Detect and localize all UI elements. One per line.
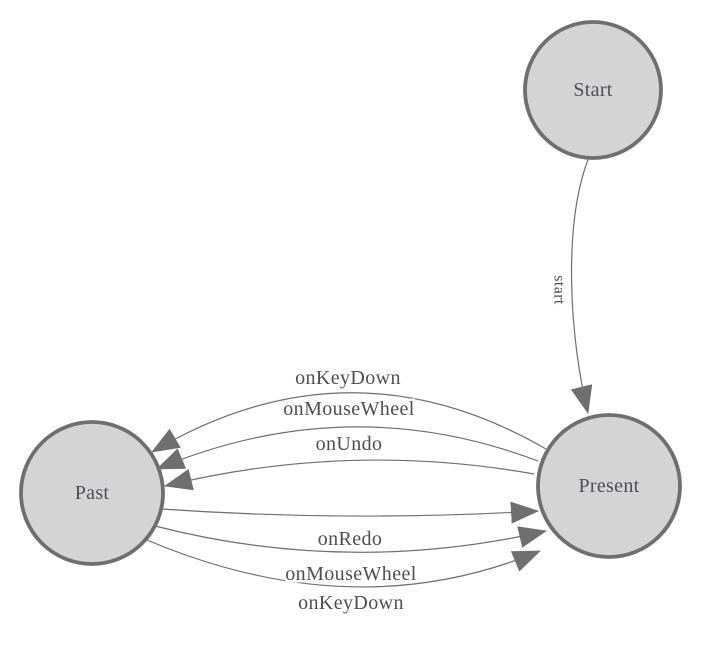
edge-label-past-to-present-onkeydown: onKeyDown (298, 592, 404, 614)
edge-label-present-to-past-onmousewheel: onMouseWheel (283, 398, 414, 420)
node-label-start: Start (573, 79, 612, 101)
edge-label-past-to-present-onmousewheel: onMouseWheel (285, 563, 416, 585)
node-label-present: Present (579, 475, 640, 497)
node-circle-past[interactable] (19, 420, 165, 566)
edge-label-start-to-present: start (551, 275, 568, 305)
edge-present-to-past-onkeydown (151, 392, 547, 453)
edge-present-to-past-onundo (164, 459, 535, 491)
edge-label-past-to-present-onredo: onRedo (318, 528, 383, 550)
state-node-present[interactable]: Present (536, 413, 682, 559)
edge-past-to-present-onmousewheel (154, 525, 547, 553)
node-circle-start[interactable] (523, 20, 663, 160)
edge-start-to-present (570, 156, 593, 414)
node-label-past: Past (75, 482, 110, 504)
edge-past-to-present-onredo (160, 501, 539, 524)
node-circle-present[interactable] (536, 413, 682, 559)
edge-label-present-to-past-onundo: onUndo (316, 433, 383, 455)
edge-past-to-present-onkeydown (146, 539, 541, 588)
edge-label-present-to-past-onkeydown: onKeyDown (295, 367, 401, 389)
edge-present-to-past-onmousewheel (156, 426, 539, 470)
state-node-start[interactable]: Start (523, 20, 663, 160)
state-node-past[interactable]: Past (19, 420, 165, 566)
